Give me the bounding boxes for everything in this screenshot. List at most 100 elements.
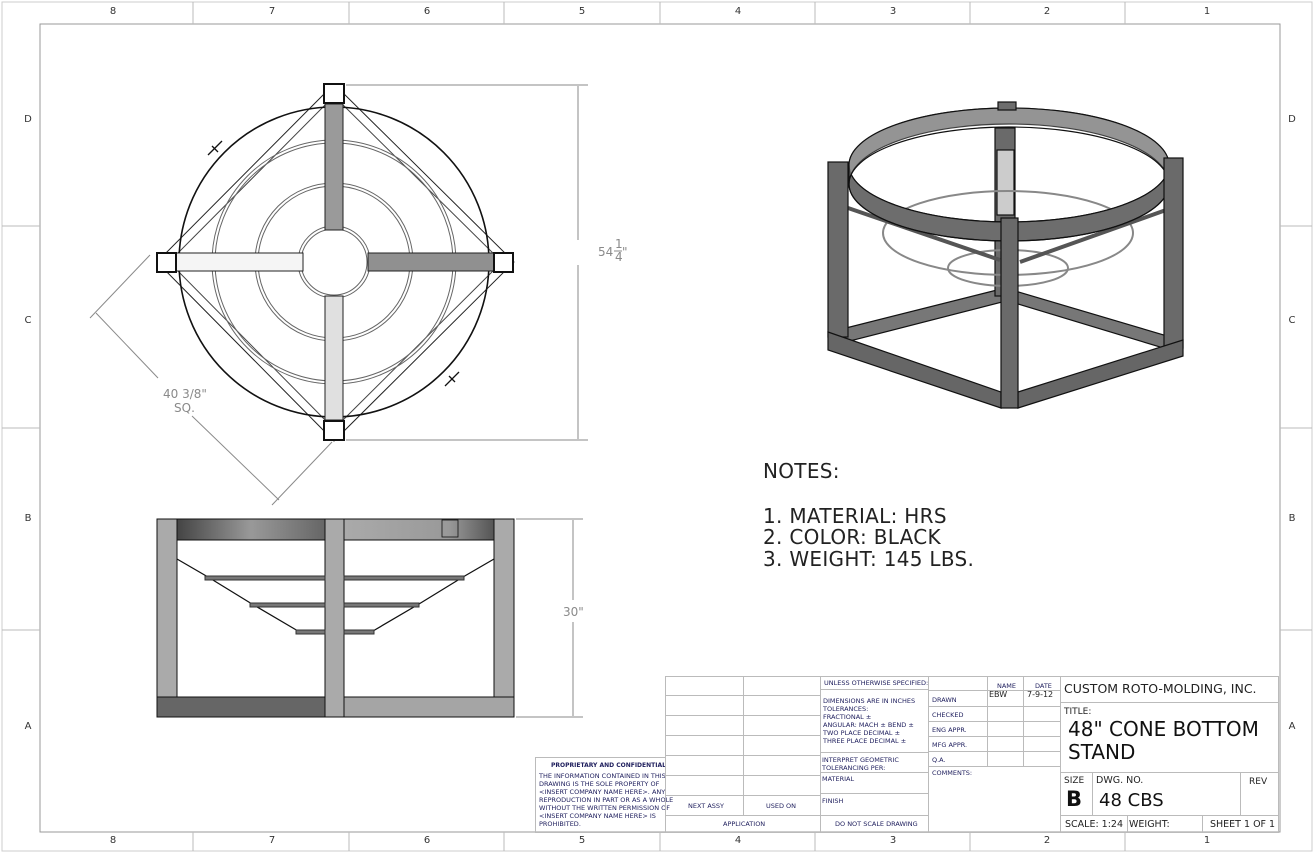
zone-col-8: 8: [109, 6, 117, 17]
tolerances-cell: DIMENSIONS ARE IN INCHES TOLERANCES: FRA…: [820, 689, 929, 753]
post-north: [323, 83, 345, 104]
proprietary-line: THE INFORMATION CONTAINED IN THIS: [539, 772, 666, 780]
role-drawn: DRAWN: [932, 696, 957, 704]
used-on-label: USED ON: [766, 802, 797, 810]
note-item: 2. COLOR: BLACK: [763, 525, 941, 549]
zone-row-b: B: [24, 513, 32, 524]
note-item: 1. MATERIAL: HRS: [763, 504, 947, 528]
tol-line: FRACTIONAL ±: [823, 713, 872, 721]
scale-label: SCALE: 1:24: [1065, 819, 1124, 830]
date-header: DATE: [1035, 682, 1052, 690]
post-east: [493, 252, 514, 273]
zone-col-4: 4: [734, 6, 742, 17]
dim-sq-line1: 40 3/8": [163, 387, 207, 401]
clamp-icon: [441, 519, 459, 538]
unless-label: UNLESS OTHERWISE SPECIFIED:: [824, 679, 929, 687]
rev-label: REV: [1249, 777, 1268, 787]
comments-label: COMMENTS:: [932, 769, 973, 777]
proprietary-line: DRAWING IS THE SOLE PROPERTY OF: [539, 780, 660, 788]
post-south: [323, 420, 345, 441]
weight-label: WEIGHT:: [1129, 819, 1170, 830]
name-header: NAME: [997, 682, 1017, 690]
dwg-no-value: 48 CBS: [1099, 790, 1164, 811]
dim-sq-line2: SQ.: [174, 401, 195, 415]
top-brace-east: [367, 252, 496, 272]
dim-54-whole: 54: [598, 245, 613, 259]
note-item: 3. WEIGHT: 145 LBS.: [763, 547, 975, 571]
zone-row-b-right: B: [1288, 513, 1296, 524]
tol-line: THREE PLACE DECIMAL ±: [823, 737, 907, 745]
drawn-name: EBW: [989, 690, 1008, 699]
dim-30: 30": [563, 605, 584, 619]
dimension-30: [516, 518, 583, 718]
zone-col-5-bottom: 5: [578, 835, 586, 846]
tol-line: TWO PLACE DECIMAL ±: [823, 729, 901, 737]
zone-col-3: 3: [889, 6, 897, 17]
proprietary-heading: PROPRIETARY AND CONFIDENTIAL: [551, 762, 666, 769]
post-west: [156, 252, 177, 273]
dimension-54: [346, 84, 588, 441]
zone-row-c-right: C: [1288, 315, 1296, 326]
top-brace-south: [324, 295, 344, 421]
material-label: MATERIAL: [822, 775, 855, 783]
zone-col-7-bottom: 7: [268, 835, 276, 846]
dim-54-den: 4: [615, 250, 623, 264]
application-label: APPLICATION: [723, 820, 766, 828]
role-checked: CHECKED: [932, 711, 964, 719]
tol-line: TOLERANCES:: [823, 705, 869, 713]
proprietary-line: REPRODUCTION IN PART OR AS A WHOLE: [539, 796, 674, 804]
do-not-scale-label: DO NOT SCALE DRAWING: [835, 820, 918, 828]
clamp-bolt-icon: [207, 140, 223, 156]
clamp-bolt-icon: [444, 371, 460, 387]
zone-row-a: A: [24, 721, 32, 732]
top-brace-west: [175, 252, 304, 272]
zone-col-1: 1: [1203, 6, 1211, 17]
tol-line: DIMENSIONS ARE IN INCHES: [823, 697, 916, 705]
proprietary-line: <INSERT COMPANY NAME HERE>. ANY: [539, 788, 666, 796]
role-qa: Q.A.: [932, 756, 946, 764]
tol-line: ANGULAR: MACH ± BEND ±: [823, 721, 914, 729]
dwg-no-label: DWG. NO.: [1096, 775, 1144, 786]
top-brace-north: [324, 103, 344, 231]
role-mfg-appr: MFG APPR.: [932, 741, 968, 749]
sheet-label: SHEET 1 OF 1: [1210, 819, 1276, 830]
zone-row-d: D: [24, 114, 32, 125]
zone-col-8-bottom: 8: [109, 835, 117, 846]
dim-54-unit: ": [622, 245, 628, 259]
size-label: SIZE: [1064, 776, 1085, 786]
interpret-line: INTERPRET GEOMETRIC: [822, 756, 899, 764]
dim-54-num: 1: [615, 237, 623, 251]
proprietary-line: <INSERT COMPANY NAME HERE> IS: [539, 812, 656, 820]
dimension-40-sq: [89, 254, 333, 506]
zone-col-1-bottom: 1: [1203, 835, 1211, 846]
proprietary-box: PROPRIETARY AND CONFIDENTIAL THE INFORMA…: [535, 757, 673, 833]
proprietary-line: PROHIBITED.: [539, 820, 581, 828]
zone-row-c: C: [24, 315, 32, 326]
drawing-title-line1: 48" CONE BOTTOM: [1068, 717, 1259, 741]
zone-col-3-bottom: 3: [889, 835, 897, 846]
top-view: 54 1 4 " 40 3/8" SQ.: [89, 83, 628, 506]
zone-col-2: 2: [1043, 6, 1051, 17]
zone-col-7: 7: [268, 6, 276, 17]
role-eng-appr: ENG APPR.: [932, 726, 967, 734]
next-assy-label: NEXT ASSY: [688, 802, 725, 810]
drawing-title-line2: STAND: [1068, 740, 1136, 764]
title-label: TITLE:: [1064, 707, 1092, 717]
interpret-line: TOLERANCING PER:: [822, 764, 886, 772]
zone-col-2-bottom: 2: [1043, 835, 1051, 846]
drawn-date: 7-9-12: [1027, 690, 1054, 699]
zone-row-a-right: A: [1288, 721, 1296, 732]
finish-label: FINISH: [822, 797, 844, 805]
proprietary-line: WITHOUT THE WRITTEN PERMISSION OF: [539, 804, 671, 812]
zone-col-6-bottom: 6: [423, 835, 431, 846]
isometric-view: [827, 101, 1184, 409]
zone-row-d-right: D: [1288, 114, 1296, 125]
notes-heading: NOTES:: [763, 459, 840, 483]
company-name: CUSTOM ROTO-MOLDING, INC.: [1064, 681, 1257, 696]
size-value: B: [1066, 787, 1083, 811]
side-view: 30": [156, 518, 584, 718]
zone-col-5: 5: [578, 6, 586, 17]
zone-col-6: 6: [423, 6, 431, 17]
